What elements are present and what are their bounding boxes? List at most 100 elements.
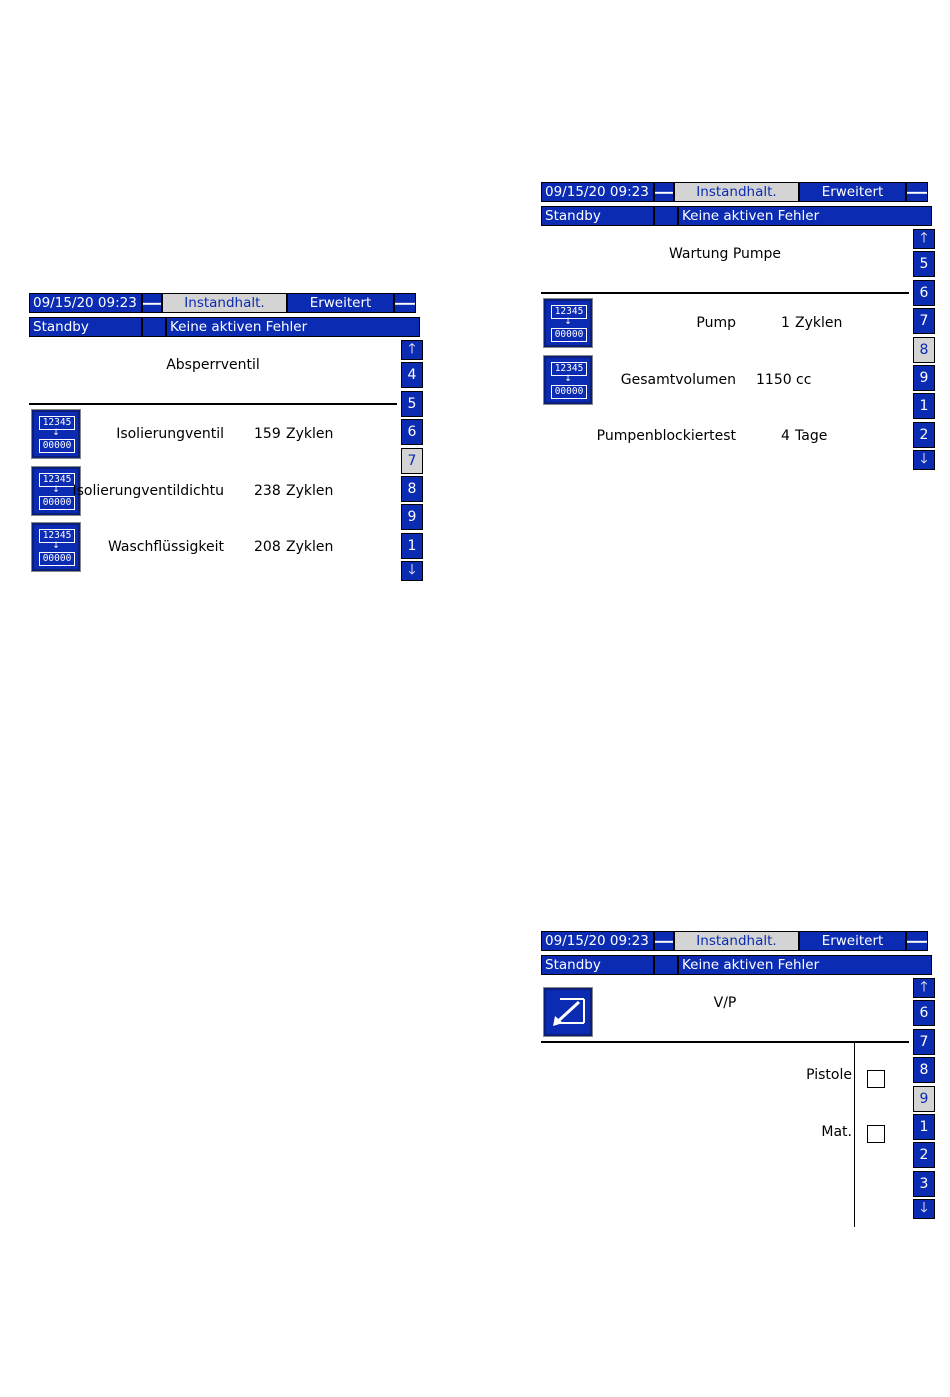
row-unit: Zyklen <box>286 483 334 499</box>
nav-page-button[interactable]: 9 <box>401 504 423 531</box>
nav-page-button[interactable]: 8 <box>913 1057 935 1084</box>
checkbox-mat[interactable] <box>867 1125 885 1143</box>
counter-reset-icon[interactable]: 12345 ↓ 00000 <box>31 466 81 516</box>
row-label: Pumpenblockiertest <box>596 428 736 444</box>
error-status: Keine aktiven Fehler <box>166 317 420 337</box>
nav-up-button[interactable]: 🡑 <box>913 229 935 249</box>
top-bar: 09/15/20 09:23 🡐 Instandhalt. Erweitert … <box>29 293 416 313</box>
nav-page-button[interactable]: 1 <box>913 1113 935 1140</box>
nav-page-button[interactable]: 8 <box>401 475 423 502</box>
nav-down-button[interactable]: 🡓 <box>401 561 423 582</box>
nav-page-button-selected[interactable]: 7 <box>401 447 423 474</box>
list-item: 12345 ↓ 00000 Gesamtvolumen 1150 cc <box>541 355 909 406</box>
tab-instandhalt[interactable]: Instandhalt. <box>162 293 287 313</box>
counter-reset-icon[interactable]: 12345 ↓ 00000 <box>31 409 81 459</box>
datetime: 09/15/20 09:23 <box>541 931 654 951</box>
status-bar: Standby Keine aktiven Fehler <box>541 955 932 975</box>
nav-page-button[interactable]: 7 <box>913 1028 935 1055</box>
checkbox-label-pistole: Pistole <box>806 1067 852 1083</box>
tab-instandhalt[interactable]: Instandhalt. <box>674 182 799 202</box>
nav-page-button[interactable]: 5 <box>913 251 935 278</box>
arrow-right-icon: 🡒 <box>907 932 927 950</box>
prev-screen-button[interactable]: 🡐 <box>142 293 162 313</box>
nav-page-button[interactable]: 5 <box>401 390 423 417</box>
nav-page-button[interactable]: 1 <box>401 532 423 559</box>
status-bar: Standby Keine aktiven Fehler <box>541 206 932 226</box>
arrow-right-icon: 🡒 <box>907 183 927 201</box>
status-text: Standby <box>541 955 654 975</box>
screen-vp: 09/15/20 09:23 🡐 Instandhalt. Erweitert … <box>541 931 935 1227</box>
screen-title: V/P <box>713 995 737 1011</box>
row-unit: cc <box>796 372 812 388</box>
nav-up-button[interactable]: 🡑 <box>401 340 423 360</box>
nav-up-button[interactable]: 🡑 <box>913 978 935 998</box>
row-value: 159 <box>254 426 281 442</box>
row-label: Pump <box>696 315 736 331</box>
screen-title: Wartung Pumpe <box>668 246 782 262</box>
arrow-left-icon: 🡐 <box>655 183 673 201</box>
column-divider <box>854 1043 855 1227</box>
next-screen-button[interactable]: 🡒 <box>906 182 928 202</box>
counter-reset-icon[interactable]: 12345 ↓ 00000 <box>543 298 593 348</box>
status-indicator <box>142 317 166 337</box>
nav-page-button[interactable]: 4 <box>401 362 423 389</box>
tab-erweitert[interactable]: Erweitert <box>799 931 906 951</box>
arrow-right-icon: 🡒 <box>395 294 415 312</box>
tab-erweitert[interactable]: Erweitert <box>799 182 906 202</box>
screen-title: Absperrventil <box>166 357 260 373</box>
top-bar: 09/15/20 09:23 🡐 Instandhalt. Erweitert … <box>541 182 928 202</box>
nav-page-button-selected[interactable]: 9 <box>913 1085 935 1112</box>
row-label: Waschflüssigkeit <box>107 539 224 555</box>
list-item: 12345 ↓ 00000 Waschflüssigkeit 208 Zykle… <box>29 522 397 573</box>
nav-page-button[interactable]: 3 <box>913 1170 935 1197</box>
counter-reset-icon[interactable]: 12345 ↓ 00000 <box>31 522 81 572</box>
next-screen-button[interactable]: 🡒 <box>394 293 416 313</box>
row-unit: Zyklen <box>795 315 843 331</box>
page-nav: 🡑 4 5 6 7 8 9 1 🡓 <box>401 340 423 584</box>
nav-page-button[interactable]: 9 <box>913 364 935 391</box>
error-status: Keine aktiven Fehler <box>678 955 932 975</box>
row-label: Isolierungventildichtu <box>72 483 224 499</box>
prev-screen-button[interactable]: 🡐 <box>654 931 674 951</box>
nav-down-button[interactable]: 🡓 <box>913 450 935 471</box>
top-bar: 09/15/20 09:23 🡐 Instandhalt. Erweitert … <box>541 931 928 951</box>
list-item: Pumpenblockiertest 4 Tage <box>541 412 909 462</box>
error-status: Keine aktiven Fehler <box>678 206 932 226</box>
divider <box>541 1041 909 1043</box>
status-text: Standby <box>29 317 142 337</box>
tab-instandhalt[interactable]: Instandhalt. <box>674 931 799 951</box>
prev-screen-button[interactable]: 🡐 <box>654 182 674 202</box>
row-value: 4 <box>781 428 790 444</box>
datetime: 09/15/20 09:23 <box>29 293 142 313</box>
status-indicator <box>654 955 678 975</box>
nav-page-button[interactable]: 7 <box>913 308 935 335</box>
screen-wartung-pumpe: 09/15/20 09:23 🡐 Instandhalt. Erweitert … <box>541 182 935 477</box>
page-nav: 🡑 5 6 7 8 9 1 2 🡓 <box>913 229 935 473</box>
row-value: 208 <box>254 539 281 555</box>
row-value: 238 <box>254 483 281 499</box>
divider <box>541 292 909 294</box>
nav-page-button[interactable]: 2 <box>913 1142 935 1169</box>
nav-page-button[interactable]: 6 <box>401 419 423 446</box>
row-unit: Zyklen <box>286 426 334 442</box>
list-item: 12345 ↓ 00000 Isolierungventildichtu 238… <box>29 466 397 517</box>
divider <box>29 403 397 405</box>
checkbox-pistole[interactable] <box>867 1070 885 1088</box>
row-value: 1 <box>781 315 790 331</box>
counter-reset-icon[interactable]: 12345 ↓ 00000 <box>543 355 593 405</box>
nav-page-button[interactable]: 6 <box>913 1000 935 1027</box>
edit-icon[interactable] <box>543 987 593 1037</box>
nav-page-button[interactable]: 1 <box>913 393 935 420</box>
row-label: Isolierungventil <box>116 426 224 442</box>
page-nav: 🡑 6 7 8 9 1 2 3 🡓 <box>913 978 935 1222</box>
arrow-left-icon: 🡐 <box>655 932 673 950</box>
nav-down-button[interactable]: 🡓 <box>913 1199 935 1220</box>
arrow-left-icon: 🡐 <box>143 294 161 312</box>
nav-page-button[interactable]: 6 <box>913 279 935 306</box>
tab-erweitert[interactable]: Erweitert <box>287 293 394 313</box>
nav-page-button[interactable]: 2 <box>913 421 935 448</box>
list-item: 12345 ↓ 00000 Pump 1 Zyklen <box>541 298 909 349</box>
nav-page-button-selected[interactable]: 8 <box>913 336 935 363</box>
list-item: 12345 ↓ 00000 Isolierungventil 159 Zykle… <box>29 409 397 460</box>
next-screen-button[interactable]: 🡒 <box>906 931 928 951</box>
